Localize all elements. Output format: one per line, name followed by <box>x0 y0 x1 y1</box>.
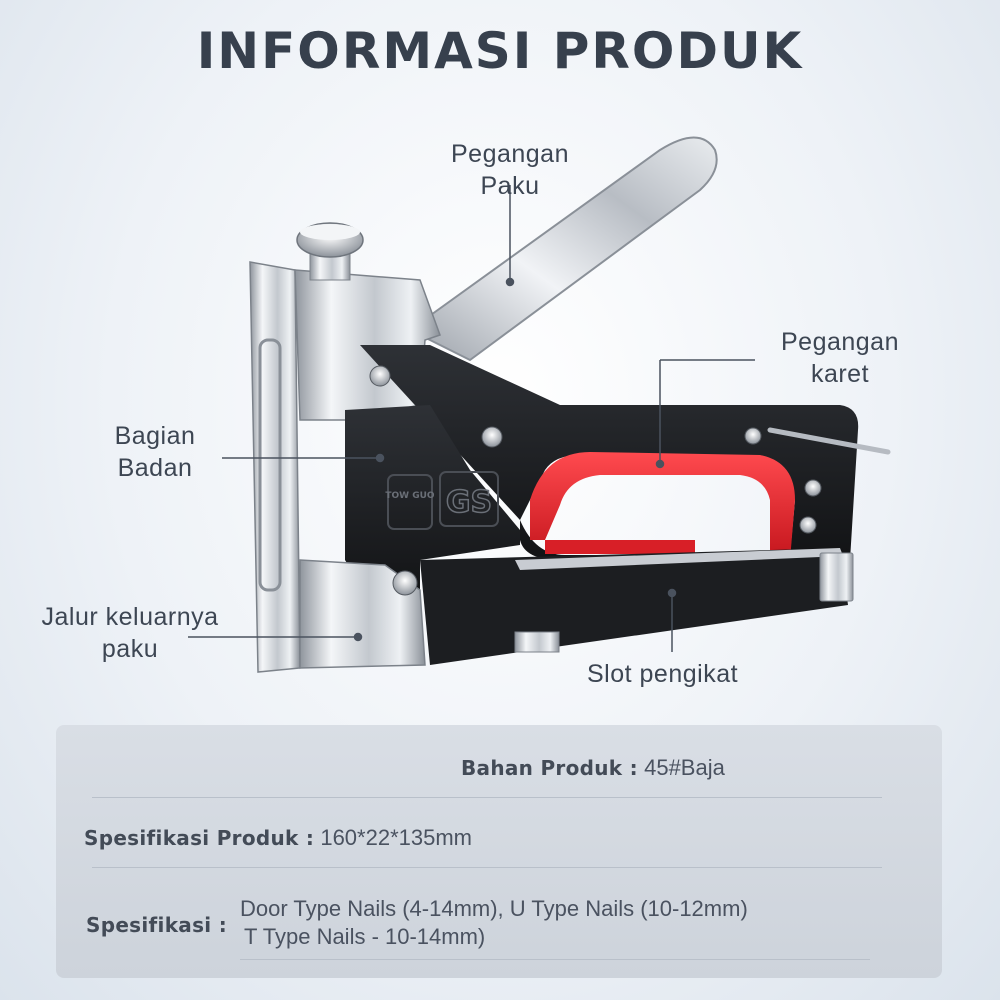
spec-label: Spesifikasi : <box>86 913 228 937</box>
callout-jalur-paku: Jalur keluarnya paku <box>20 601 240 665</box>
top-handle <box>408 136 718 362</box>
spec-value-line-1: Door Type Nails (4-14mm), U Type Nails (… <box>240 896 748 921</box>
callout-line-1: Bagian <box>114 422 196 450</box>
page-title: INFORMASI PRODUK <box>196 22 804 80</box>
spec-row-size: Spesifikasi Produk : 160*22*135mm <box>84 825 472 851</box>
callout-pegangan-karet: Pegangan karet <box>755 326 925 390</box>
spec-row-material: Bahan Produk : 45#Baja <box>461 755 725 781</box>
bottom-rail <box>420 548 848 665</box>
callout-pegangan-paku: Pegangan Paku <box>430 138 590 202</box>
logo-left-text: TOW GUO <box>385 491 435 501</box>
callout-line-1: Jalur keluarnya <box>41 603 219 631</box>
callout-bagian-badan: Bagian Badan <box>95 420 215 484</box>
spec-label: Bahan Produk : <box>461 756 638 780</box>
spec-value: 45#Baja <box>644 755 725 780</box>
spec-value: 160*22*135mm <box>320 825 472 850</box>
rivets <box>369 365 822 596</box>
staple-gun-illustration: TOW GUO GS <box>188 136 891 673</box>
end-cap <box>819 552 854 602</box>
callout-line-1: Pegangan <box>450 140 569 168</box>
spec-value-line-2: T Type Nails - 10-14mm) <box>244 924 486 949</box>
red-grip <box>530 452 795 560</box>
spec-label: Spesifikasi Produk : <box>84 826 315 850</box>
callout-line-2: Badan <box>117 454 193 482</box>
callout-slot-pengikat: Slot pengikat <box>587 660 739 688</box>
callout-line-1: Pegangan <box>780 328 899 356</box>
callout-leaders <box>188 185 755 652</box>
divider <box>92 797 882 798</box>
divider <box>240 959 870 960</box>
callout-line-2: karet <box>810 360 870 388</box>
logo-right-text: GS <box>446 485 492 520</box>
callout-line-2: Paku <box>480 172 540 200</box>
gs-logo-badge <box>387 471 499 530</box>
callout-line-2: paku <box>101 635 159 663</box>
front-chrome-plate <box>249 261 301 673</box>
divider <box>92 867 882 868</box>
spec-row-spec-values: Door Type Nails (4-14mm), U Type Nails (… <box>240 895 748 951</box>
spec-row-spec-label: Spesifikasi : <box>86 912 227 938</box>
spec-panel: Bahan Produk : 45#Baja Spesifikasi Produ… <box>56 725 942 978</box>
